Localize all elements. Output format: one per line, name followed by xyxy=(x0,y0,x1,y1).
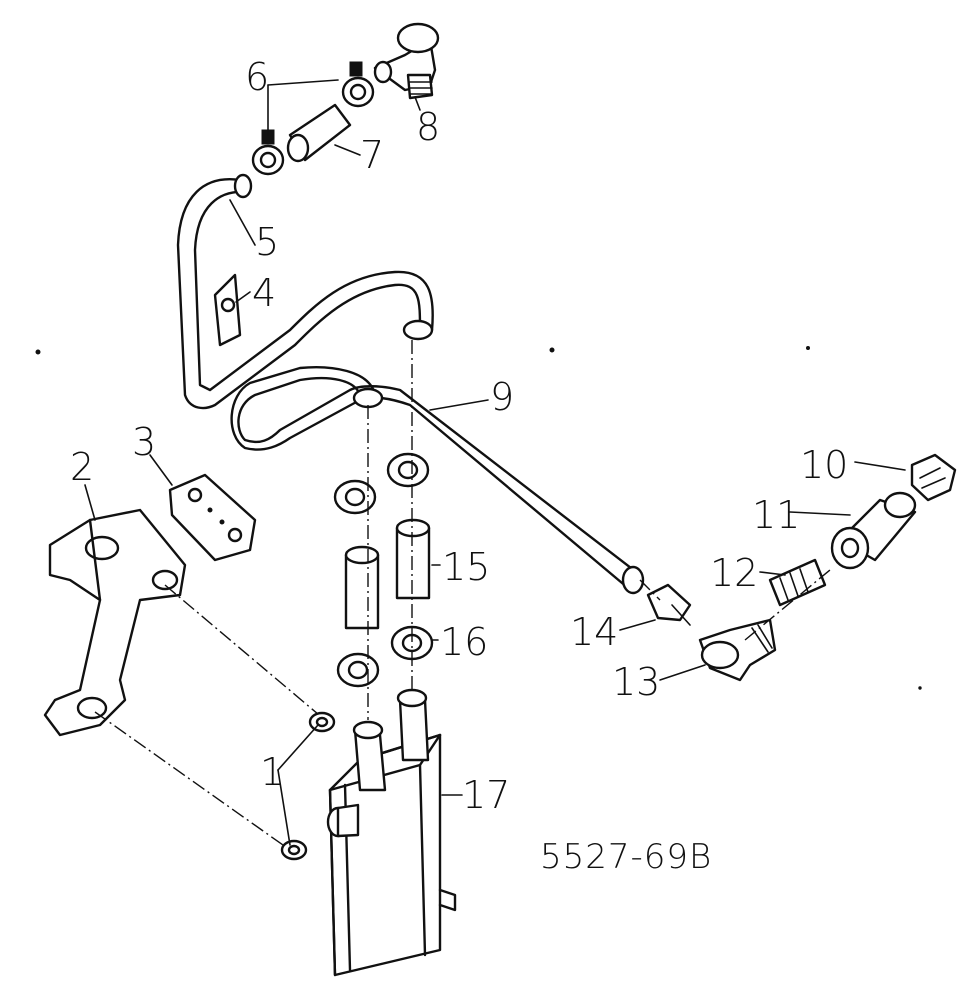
callout-6: 6 xyxy=(245,55,269,99)
assembly-lines xyxy=(94,340,831,851)
callout-7: 7 xyxy=(360,133,384,177)
part-13-elbow xyxy=(698,618,777,682)
part-14-nut xyxy=(646,583,692,626)
callout-13: 13 xyxy=(612,660,660,704)
callout-12: 12 xyxy=(710,551,758,595)
part-12-nipple xyxy=(768,558,827,607)
part-3-gasket xyxy=(168,473,257,562)
part-5-pipe xyxy=(176,173,434,410)
callout-1: 1 xyxy=(260,750,284,794)
drawing-reference: 5527-69B xyxy=(540,837,712,877)
callout-2: 2 xyxy=(70,445,94,489)
callout-10: 10 xyxy=(800,443,848,487)
callout-14: 14 xyxy=(570,610,618,654)
callout-11: 11 xyxy=(752,493,800,537)
callout-3: 3 xyxy=(132,420,156,464)
part-7-hose xyxy=(286,103,352,163)
callout-labels: 1 2 3 4 5 6 7 8 9 10 11 12 13 14 15 16 1… xyxy=(70,55,848,817)
part-8-elbow xyxy=(373,22,440,100)
callout-15: 15 xyxy=(442,545,490,589)
part-11-body xyxy=(830,491,917,570)
leader-lines xyxy=(84,79,906,846)
part-6-clamps-upper xyxy=(251,61,375,176)
part-16-clamps xyxy=(333,452,434,688)
callout-17: 17 xyxy=(462,773,510,817)
callout-5: 5 xyxy=(255,220,279,264)
callout-4: 4 xyxy=(252,271,276,315)
part-4-clip xyxy=(213,273,242,347)
part-1-washers xyxy=(280,711,336,861)
callout-8: 8 xyxy=(416,105,440,149)
part-2-bracket xyxy=(43,508,187,737)
part-9-pipe xyxy=(230,366,645,595)
part-10-plug xyxy=(910,453,957,502)
callout-9: 9 xyxy=(490,375,514,419)
callout-16: 16 xyxy=(440,620,488,664)
part-17-cooler xyxy=(326,688,457,977)
scan-specks xyxy=(35,346,922,690)
part-15-hoses xyxy=(344,518,431,630)
